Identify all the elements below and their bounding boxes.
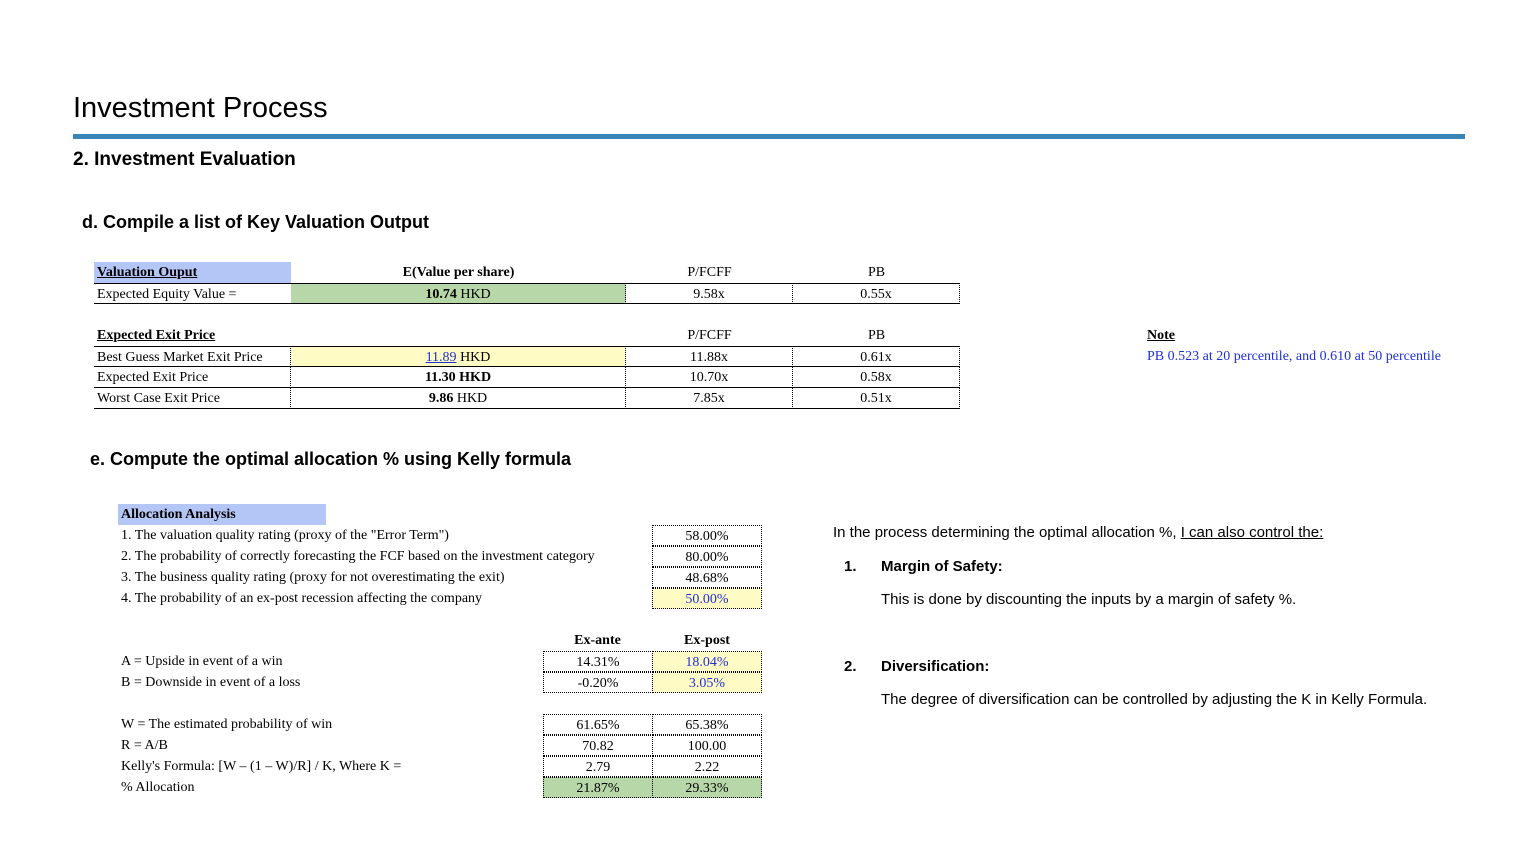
exit-row-pfcff: 11.88x (626, 346, 793, 367)
note-title: Note (1147, 328, 1175, 343)
col-ex-ante: Ex-ante (574, 633, 621, 648)
kelly-post: 65.38% (652, 714, 762, 735)
price-unit: HKD (459, 370, 492, 385)
exit-header: Expected Exit Price (97, 328, 216, 343)
exit-col-pfcff: P/FCFF (687, 328, 732, 343)
ab-ante: -0.20% (543, 672, 653, 693)
exit-row-pfcff: 10.70x (626, 367, 793, 388)
ab-post: 18.04% (652, 651, 762, 672)
pfcff-value: 9.58x (626, 283, 793, 304)
intro-underlined: I can also control the: (1180, 524, 1324, 541)
note-text: PB 0.523 at 20 percentile, and 0.610 at … (1147, 349, 1441, 364)
price-number: 11.30 (424, 370, 456, 385)
kelly-label: R = A/B (121, 738, 168, 753)
exit-row-price: 11.89 HKD (291, 346, 626, 367)
input-value: 48.68% (652, 567, 762, 588)
diversification-heading: Diversification: (881, 658, 990, 675)
ab-label: A = Upside in event of a win (121, 654, 283, 669)
col-pfcff: P/FCFF (687, 265, 732, 280)
item-number: 1. (844, 558, 857, 575)
input-value: 58.00% (652, 525, 762, 546)
diversification-text: The degree of diversification can be con… (881, 691, 1428, 708)
allocation-ante: 21.87% (543, 777, 653, 798)
subheading-valuation-output: d. Compile a list of Key Valuation Outpu… (82, 212, 430, 232)
kelly-ante: 61.65% (543, 714, 653, 735)
exit-row-pb: 0.51x (793, 388, 960, 409)
value-number: 10.74 (425, 287, 457, 302)
kelly-ante: 70.82 (543, 735, 653, 756)
kelly-label: Kelly's Formula: [W – (1 – W)/R] / K, Wh… (121, 759, 402, 774)
exit-row-price: 11.30 HKD (291, 367, 626, 388)
ab-ante: 14.31% (543, 651, 653, 672)
valuation-header: Valuation Ouput (94, 262, 291, 283)
subheading-kelly-allocation: e. Compute the optimal allocation % usin… (90, 449, 572, 469)
right-intro: In the process determining the optimal a… (833, 524, 1323, 541)
kelly-label: W = The estimated probability of win (121, 717, 333, 732)
col-pb: PB (867, 265, 886, 280)
price-number: 11.89 (425, 350, 457, 365)
row-label: Expected Equity Value = (94, 283, 291, 304)
value-unit: HKD (460, 287, 491, 302)
exit-col-pb: PB (867, 328, 886, 343)
kelly-post: 2.22 (652, 756, 762, 777)
expected-equity-value: 10.74 HKD (291, 283, 626, 304)
margin-of-safety-heading: Margin of Safety: (881, 558, 1003, 575)
allocation-header: Allocation Analysis (118, 504, 326, 525)
input-label: 1. The valuation quality rating (proxy o… (121, 528, 449, 543)
kelly-post: 100.00 (652, 735, 762, 756)
exit-row-price: 9.86 HKD (291, 388, 626, 409)
exit-row-label: Best Guess Market Exit Price (94, 346, 291, 367)
input-value: 50.00% (652, 588, 762, 609)
col-ex-post: Ex-post (684, 633, 730, 648)
input-label: 2. The probability of correctly forecast… (121, 549, 595, 564)
kelly-label: % Allocation (121, 780, 195, 795)
intro-text: In the process determining the optimal a… (833, 524, 1181, 541)
col-value-per-share: E(Value per share) (402, 265, 515, 280)
margin-of-safety-text: This is done by discounting the inputs b… (881, 591, 1297, 608)
price-number: 9.86 (428, 391, 454, 406)
kelly-ante: 2.79 (543, 756, 653, 777)
exit-row-label: Worst Case Exit Price (94, 388, 291, 409)
exit-row-label: Expected Exit Price (94, 367, 291, 388)
input-label: 3. The business quality rating (proxy fo… (121, 570, 505, 585)
input-label: 4. The probability of an ex-post recessi… (121, 591, 483, 606)
title-divider (73, 134, 1465, 139)
price-unit: HKD (460, 350, 491, 365)
exit-row-pfcff: 7.85x (626, 388, 793, 409)
allocation-post: 29.33% (652, 777, 762, 798)
exit-row-pb: 0.58x (793, 367, 960, 388)
page-title: Investment Process (73, 92, 328, 124)
pb-value: 0.55x (793, 283, 960, 304)
ab-post: 3.05% (652, 672, 762, 693)
exit-row-pb: 0.61x (793, 346, 960, 367)
item-number: 2. (844, 658, 857, 675)
ab-label: B = Downside in event of a loss (121, 675, 301, 690)
input-value: 80.00% (652, 546, 762, 567)
section-title: 2. Investment Evaluation (73, 149, 296, 170)
price-unit: HKD (456, 391, 488, 406)
